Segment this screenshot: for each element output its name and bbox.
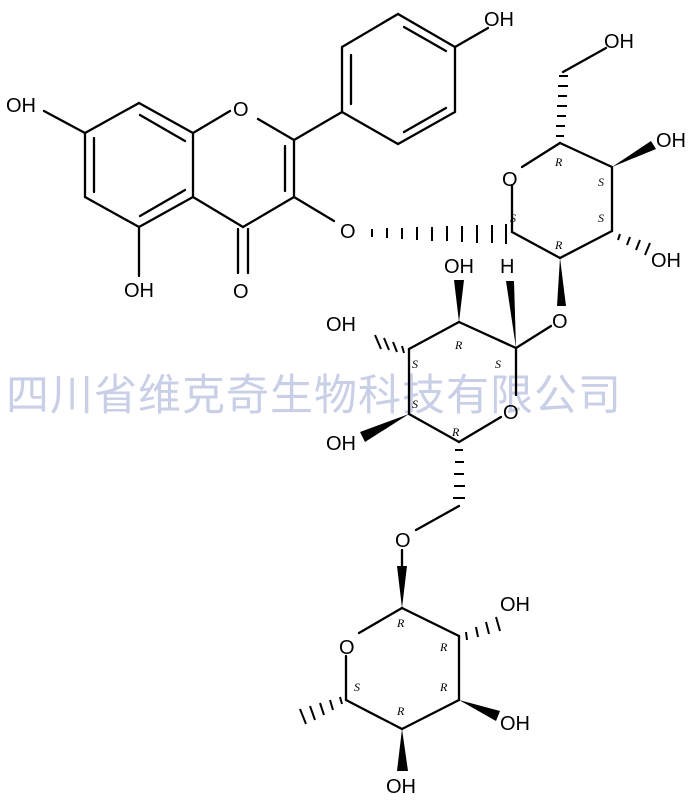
watermark: 四川省维克奇生物科技有限公司 [6, 371, 622, 421]
atom-oh-rha4: OH [386, 776, 416, 798]
stereo-glc3: S [598, 211, 604, 225]
stereo-glc5: R [554, 155, 563, 169]
stereo-rha2: R [439, 640, 448, 654]
atom-oh-glc3: OH [651, 250, 681, 272]
stereo-glc1: S [510, 211, 516, 225]
stereo-rha4: R [396, 704, 405, 718]
stereo-rha5: S [354, 680, 360, 694]
stereo-glc4: S [598, 175, 604, 189]
atom-link-o3: O [340, 221, 356, 243]
atom-oh-gal3: OH [326, 314, 356, 336]
stereo-glc2: R [554, 238, 563, 252]
atom-oh-phenol: OH [484, 9, 514, 31]
stereo-gal3: S [412, 357, 418, 371]
atom-ring-o-rha: O [339, 637, 355, 659]
atom-carbonyl-o: O [233, 281, 249, 303]
atom-link-o6: O [395, 530, 411, 552]
stereo-rha1: R [396, 616, 405, 630]
atom-oh-ch2: OH [604, 31, 634, 53]
atom-link-o-glc2: O [552, 311, 568, 333]
atom-ring-o-flavone: O [233, 99, 249, 121]
atom-h-gal1: H [500, 256, 514, 278]
atom-oh-rha3: OH [500, 713, 530, 735]
atom-oh-glc4: OH [656, 130, 686, 152]
bonds [42, 12, 656, 771]
stereo-rha3: R [439, 680, 448, 694]
atom-oh-a7: OH [6, 95, 36, 117]
stereo-gal2: R [454, 338, 463, 352]
atom-ring-o-gal: O [503, 402, 519, 424]
atom-oh-rha2: OH [500, 594, 530, 616]
atom-oh-gal2: OH [444, 256, 474, 278]
atom-oh-a5: OH [124, 280, 154, 302]
stereo-gal1: S [495, 357, 501, 371]
stereo-labels: R S S S R R S S S R R R R S R [354, 155, 604, 718]
stereo-gal5: R [451, 425, 460, 439]
atom-ring-o-glc: O [502, 169, 518, 191]
stereo-gal4: S [412, 397, 418, 411]
atom-labels: OH OH OH O O OH O OH OH O OH H O OH O OH… [6, 9, 686, 798]
atom-oh-gal4: OH [326, 433, 356, 455]
